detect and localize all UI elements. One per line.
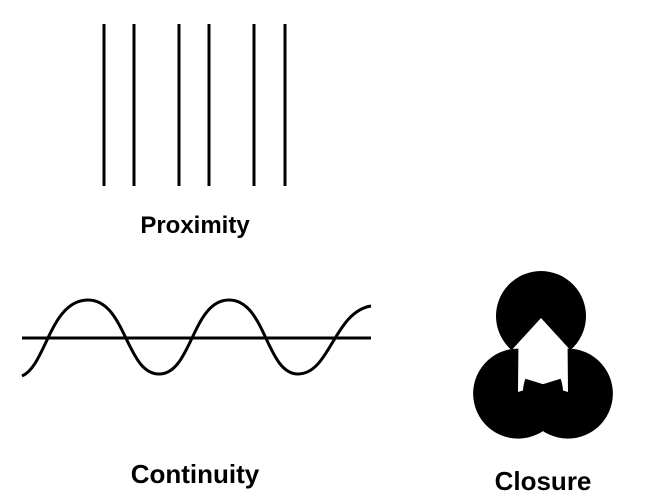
top-pacman-shape: [496, 271, 586, 350]
bottom-right-pacman-shape: [523, 349, 613, 439]
closure-label: Closure: [478, 466, 608, 497]
